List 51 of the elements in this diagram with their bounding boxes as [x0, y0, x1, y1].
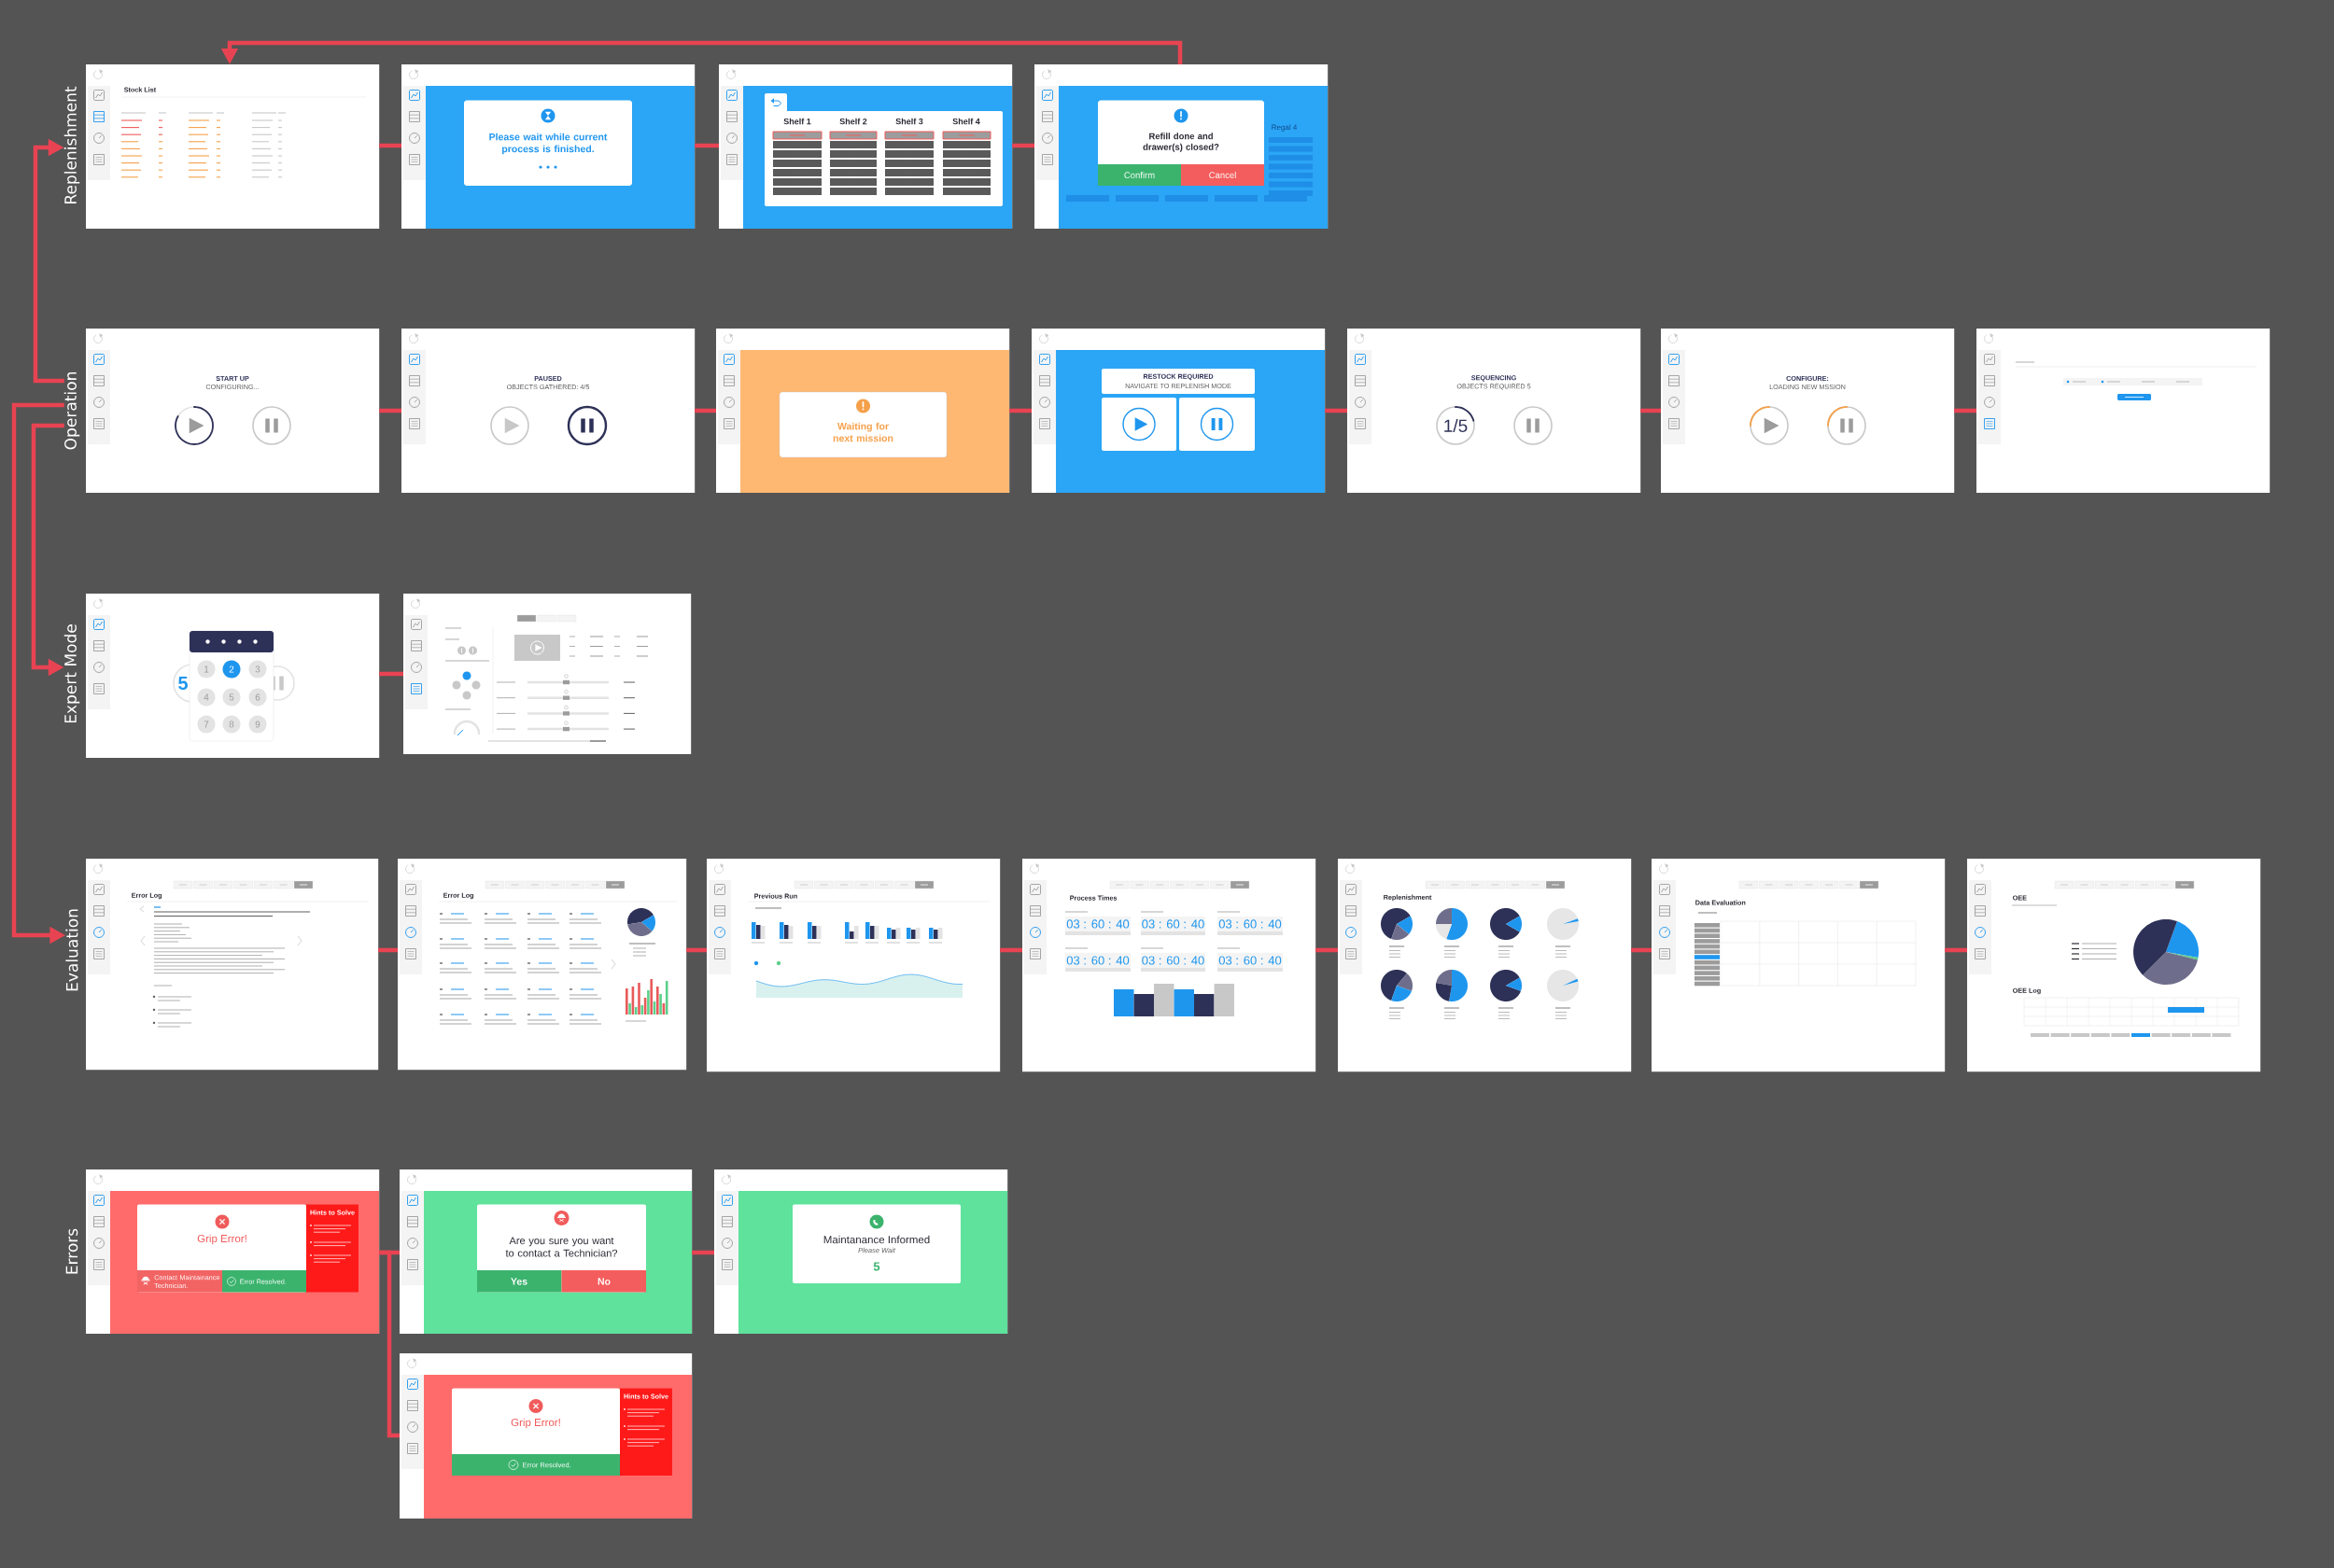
connector-line — [379, 1250, 400, 1438]
connector-line — [692, 1250, 714, 1255]
timer-display: 03 : 60 : 40 — [1141, 917, 1205, 935]
section-label: Evaluation — [65, 909, 78, 991]
arrow — [33, 138, 64, 384]
cancel-button: Cancel — [1181, 164, 1264, 186]
keypad-key: 3 — [248, 660, 267, 679]
connector-line — [1315, 947, 1339, 953]
connector-line — [378, 947, 398, 953]
keypad-key: 5 — [222, 688, 241, 707]
dialog-box: Waiting for next mission — [779, 391, 948, 458]
dialog-box: Please wait while current process is finished. — [464, 100, 632, 186]
connector-line — [695, 143, 719, 148]
connector-line — [1009, 408, 1032, 413]
connector-line — [379, 143, 401, 148]
column-heading: Shelf 1 — [783, 118, 811, 125]
timer-display: 03 : 60 : 40 — [1141, 953, 1205, 972]
column-heading: Shelf 4 — [952, 118, 980, 125]
timer-display: 03 : 60 : 40 — [1065, 953, 1131, 972]
timer-display: 03 : 60 : 40 — [1065, 917, 1131, 935]
no-button: No — [561, 1270, 646, 1293]
timer-display: 03 : 60 : 40 — [1217, 917, 1284, 935]
connector-line — [1012, 143, 1034, 148]
section-label: Operation — [63, 372, 80, 450]
keypad-key: 6 — [248, 688, 267, 707]
connector-line — [1640, 408, 1661, 413]
keypad-key: 7 — [197, 715, 216, 734]
connector-line — [1945, 947, 1968, 953]
connector-line — [695, 408, 716, 413]
countdown-number: 5 — [873, 1262, 880, 1271]
column-heading: Shelf 2 — [839, 118, 867, 125]
shelf-heading: Regal 4 — [1272, 124, 1298, 132]
connector-line — [1325, 408, 1347, 413]
section-label: Expert Mode — [63, 624, 80, 723]
keypad-key: 2 — [222, 660, 241, 679]
connector-line — [1631, 947, 1652, 953]
connector-line — [379, 408, 401, 413]
connector-line — [1954, 408, 1977, 413]
yes-button: Yes — [477, 1270, 562, 1293]
progress-ring: 1/5 — [1436, 406, 1475, 445]
column-heading: Shelf 3 — [895, 118, 923, 125]
keypad-key: 8 — [222, 715, 241, 734]
keypad-key: 4 — [197, 688, 216, 707]
connector-line — [686, 947, 707, 953]
connector-line — [1000, 947, 1022, 953]
timer-display: 03 : 60 : 40 — [1217, 953, 1284, 972]
keypad-key: 9 — [248, 715, 267, 734]
keypad-key: 1 — [197, 660, 216, 679]
connector-line — [379, 671, 403, 677]
section-label: Replenishment — [63, 86, 80, 203]
confirm-button: Confirm — [1098, 164, 1181, 186]
